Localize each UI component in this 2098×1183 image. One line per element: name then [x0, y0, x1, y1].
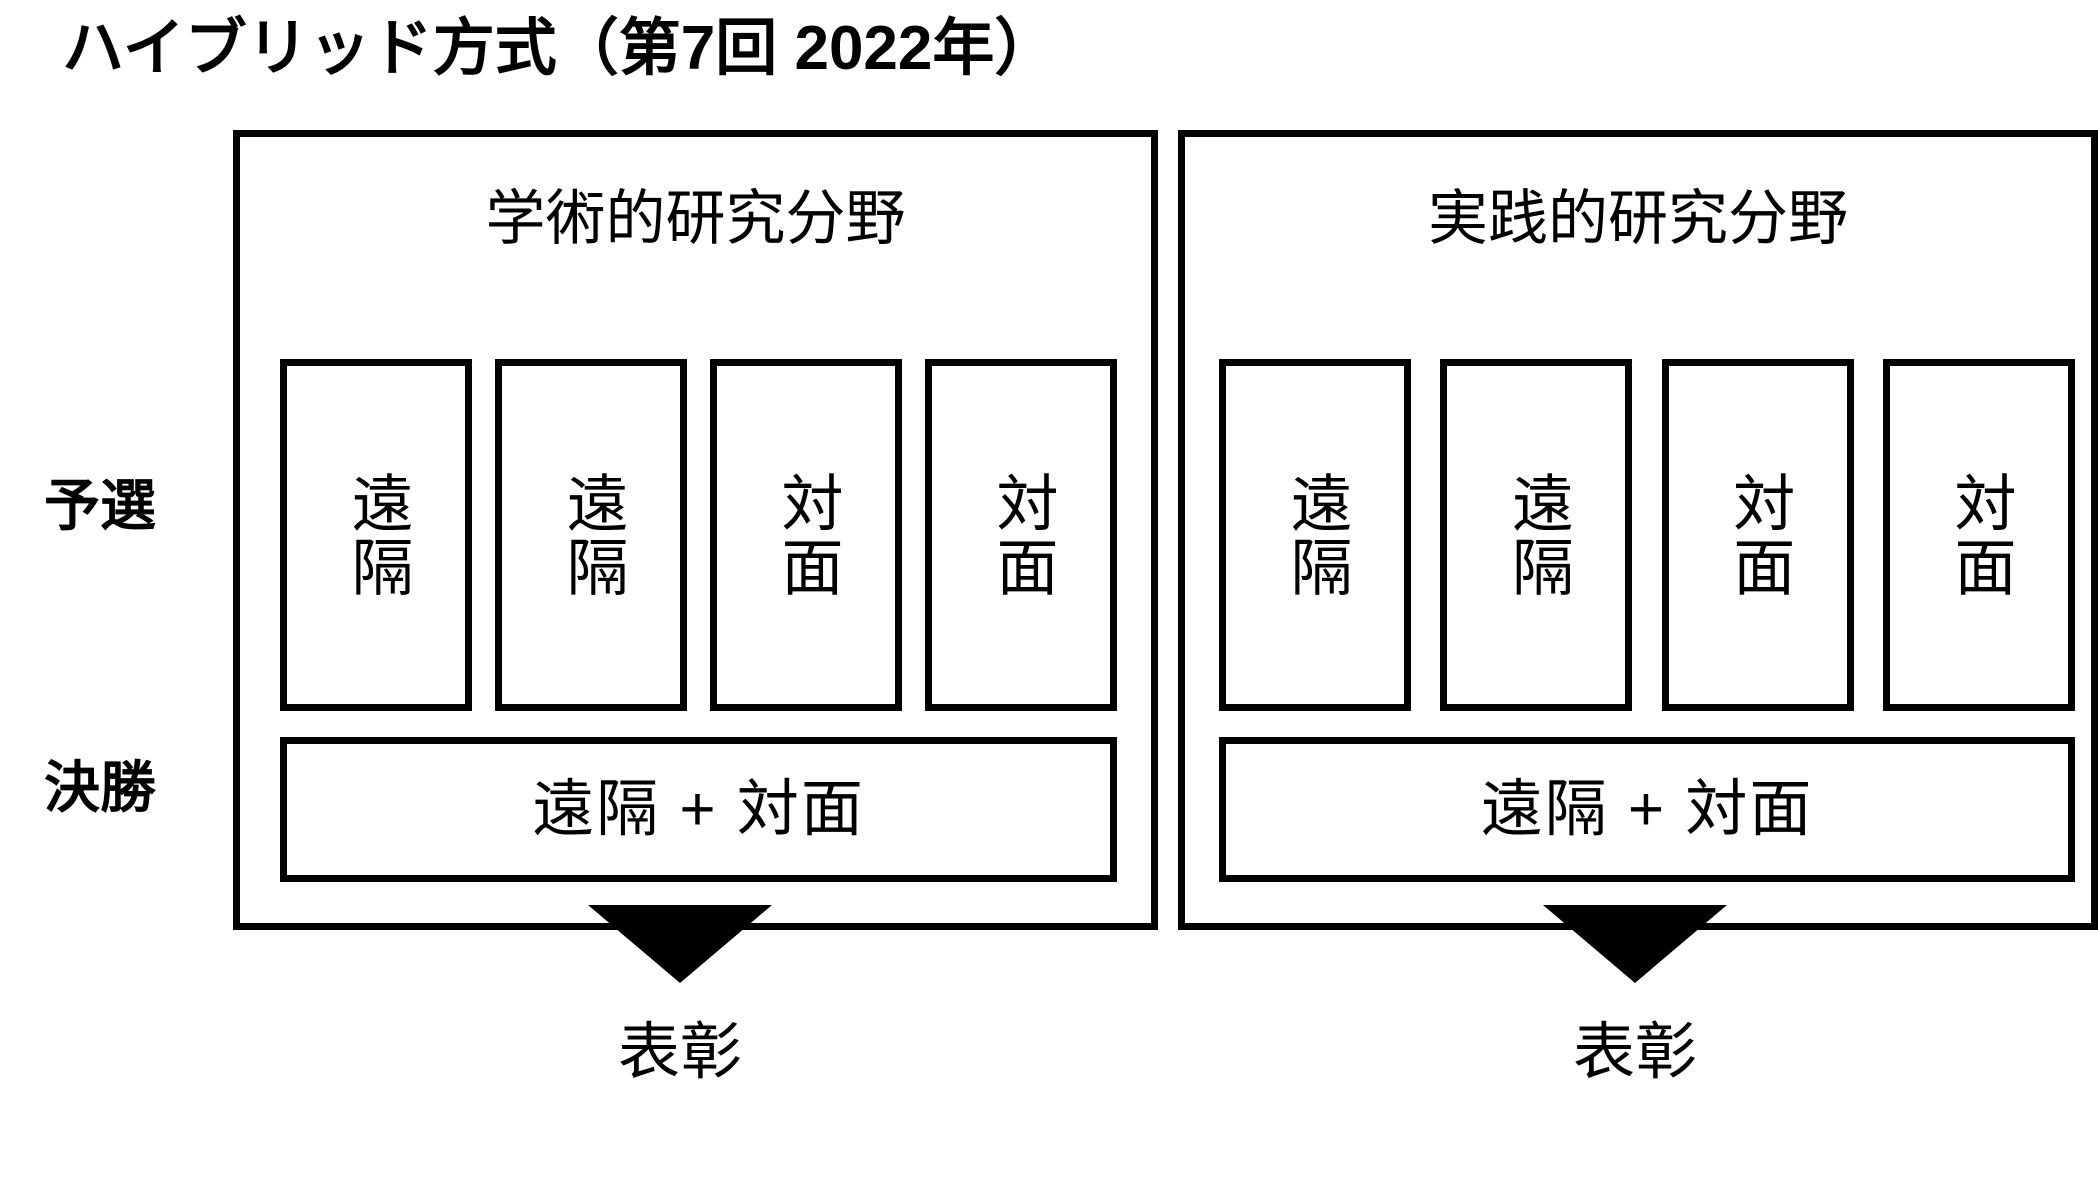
preliminary-box-label: 対面 — [1944, 471, 2014, 599]
preliminary-box: 対面 — [710, 359, 902, 711]
final-round-label: 遠隔 + 対面 — [532, 774, 865, 844]
panel-title-practical: 実践的研究分野 — [1428, 185, 1848, 252]
preliminary-box: 対面 — [1882, 359, 2075, 711]
preliminary-box-label: 遠隔 — [1501, 471, 1571, 599]
preliminary-box: 遠隔 — [1440, 359, 1633, 711]
preliminary-box-label: 遠隔 — [341, 471, 411, 599]
panel-academic-research-field: 学術的研究分野 遠隔 遠隔 対面 対面 遠隔 + 対面 — [233, 130, 1158, 930]
final-round-label: 遠隔 + 対面 — [1480, 774, 1814, 844]
stage-label-final: 決勝 — [44, 756, 156, 819]
preliminary-box-row-academic: 遠隔 遠隔 対面 対面 — [280, 359, 1117, 711]
preliminary-box-label: 遠隔 — [556, 471, 626, 599]
preliminary-box: 対面 — [925, 359, 1117, 711]
preliminary-box: 遠隔 — [495, 359, 687, 711]
final-round-bar-academic: 遠隔 + 対面 — [280, 737, 1117, 882]
preliminary-box-label: 対面 — [986, 471, 1056, 599]
panel-title-academic: 学術的研究分野 — [485, 185, 906, 252]
award-label-practical: 表彰 — [1572, 1018, 1697, 1087]
preliminary-box-label: 遠隔 — [1280, 471, 1350, 599]
preliminary-box: 遠隔 — [1219, 359, 1411, 711]
panel-practical-research-field: 実践的研究分野 遠隔 遠隔 対面 対面 遠隔 + 対面 — [1178, 130, 2098, 930]
down-arrow-icon — [588, 905, 772, 983]
final-round-bar-practical: 遠隔 + 対面 — [1219, 737, 2075, 882]
preliminary-box-row-practical: 遠隔 遠隔 対面 対面 — [1219, 359, 2075, 711]
preliminary-box-label: 対面 — [1723, 471, 1793, 599]
preliminary-box: 対面 — [1661, 359, 1854, 711]
preliminary-box: 遠隔 — [280, 359, 472, 711]
award-label-academic: 表彰 — [617, 1018, 742, 1087]
preliminary-box-label: 対面 — [771, 471, 841, 599]
page-title: ハイブリッド方式（第7回 2022年） — [62, 14, 1057, 83]
stage-label-preliminary: 予選 — [44, 474, 156, 537]
down-arrow-icon — [1543, 905, 1727, 983]
